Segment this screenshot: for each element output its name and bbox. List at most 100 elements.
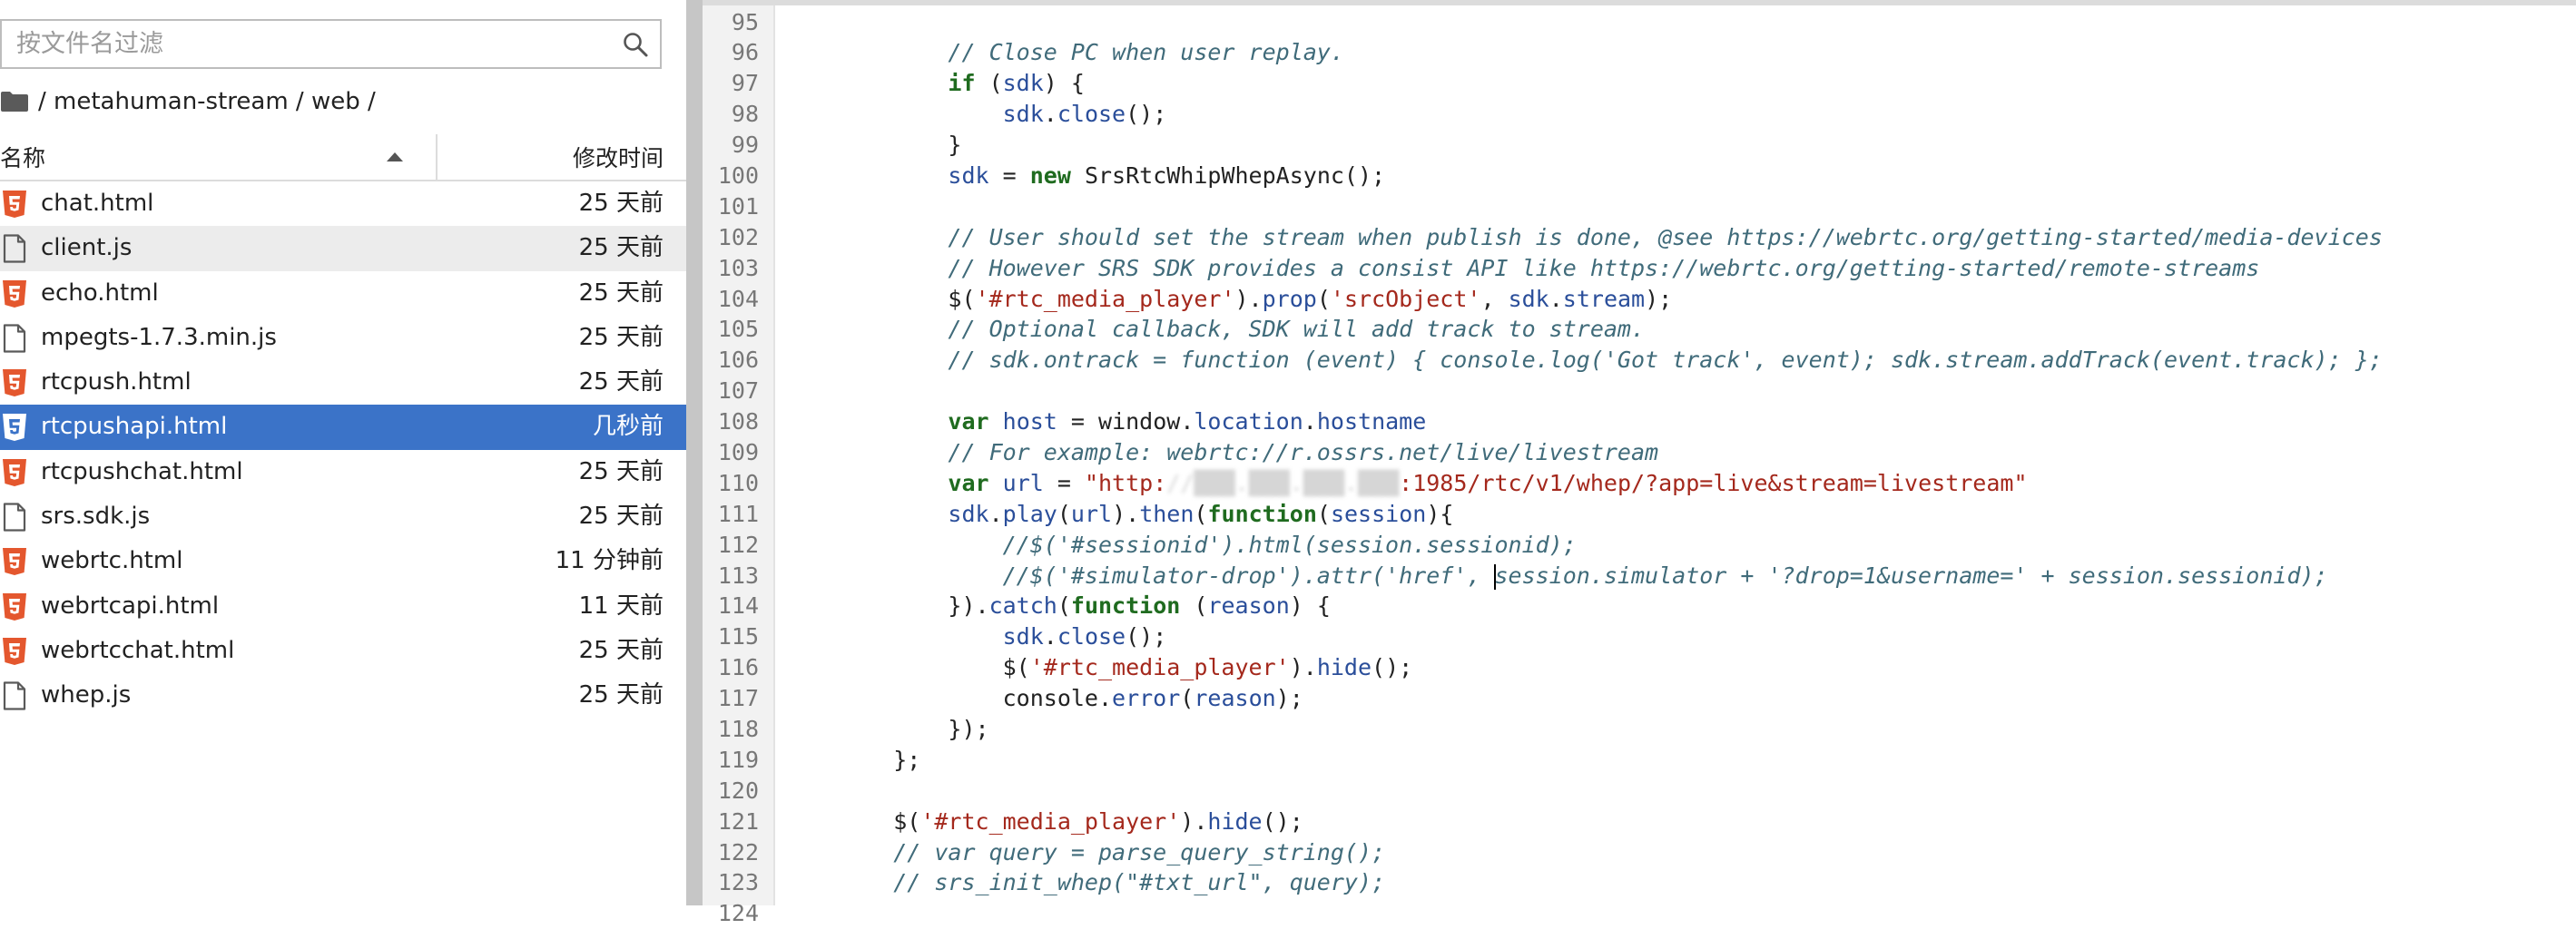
- sort-ascending-icon: [387, 152, 403, 161]
- file-name: webrtcapi.html: [41, 584, 219, 629]
- code-token: ,: [1480, 286, 1508, 312]
- line-number: 112: [703, 530, 759, 561]
- code-token: // User should set the stream when publi…: [839, 224, 2383, 250]
- code-line[interactable]: 120: [703, 776, 2576, 807]
- code-line[interactable]: 111 sdk.play(url).then(function(session)…: [703, 499, 2576, 530]
- code-token: [989, 470, 1003, 496]
- file-modified-time: 11 分钟前: [556, 539, 664, 583]
- code-line[interactable]: 112 //$('#sessionid').html(session.sessi…: [703, 530, 2576, 561]
- column-header-name[interactable]: 名称: [0, 134, 438, 180]
- code-line[interactable]: 106 // sdk.ontrack = function (event) { …: [703, 345, 2576, 376]
- code-token: // sdk.ontrack = function (event) { cons…: [839, 347, 2383, 373]
- code-line[interactable]: 99 }: [703, 130, 2576, 161]
- search-icon[interactable]: [620, 29, 651, 60]
- code-line[interactable]: 103 // However SRS SDK provides a consis…: [703, 253, 2576, 284]
- line-code: //$('#sessionid').html(session.sessionid…: [839, 530, 1577, 561]
- line-code: }: [839, 130, 961, 161]
- code-token: reason: [1194, 685, 1275, 711]
- code-line[interactable]: 115 sdk.close();: [703, 621, 2576, 652]
- generic-file-icon: [2, 234, 27, 263]
- html5-file-icon: [2, 458, 27, 487]
- line-code: $('#rtc_media_player').hide();: [839, 652, 1412, 683]
- line-code: };: [839, 745, 920, 776]
- code-line[interactable]: 124: [703, 898, 2576, 929]
- line-number: 115: [703, 621, 759, 652]
- code-line[interactable]: 119 };: [703, 745, 2576, 776]
- code-token: sdk: [839, 623, 1044, 650]
- code-token: prop: [1263, 286, 1317, 312]
- code-line[interactable]: 121 $('#rtc_media_player').hide();: [703, 807, 2576, 837]
- code-token: ();: [1372, 654, 1412, 680]
- file-name: srs.sdk.js: [41, 494, 150, 539]
- code-line[interactable]: 109 // For example: webrtc://r.ossrs.net…: [703, 437, 2576, 468]
- code-line[interactable]: 97 if (sdk) {: [703, 68, 2576, 99]
- line-number: 114: [703, 591, 759, 621]
- code-token: // Optional callback, SDK will add track…: [839, 316, 1645, 342]
- code-line[interactable]: 107: [703, 376, 2576, 406]
- code-token: (: [976, 70, 1003, 96]
- line-number: 106: [703, 345, 759, 376]
- code-line[interactable]: 114 }).catch(function (reason) {: [703, 591, 2576, 621]
- generic-file-icon: [2, 503, 27, 532]
- code-line[interactable]: 118 });: [703, 714, 2576, 745]
- code-token: =: [1044, 470, 1085, 496]
- code-line[interactable]: 108 var host = window.location.hostname: [703, 406, 2576, 437]
- line-number: 116: [703, 652, 759, 683]
- panel-splitter[interactable]: [686, 0, 703, 905]
- line-number: 118: [703, 714, 759, 745]
- file-name: webrtcchat.html: [41, 629, 234, 673]
- column-header-modified[interactable]: 修改时间: [573, 134, 664, 180]
- code-line[interactable]: 95: [703, 7, 2576, 38]
- code-token: ){: [1426, 501, 1453, 527]
- filename-filter-input[interactable]: [16, 21, 597, 67]
- code-token: (: [1317, 501, 1331, 527]
- code-token: (: [1317, 286, 1331, 312]
- code-token: url: [1071, 501, 1112, 527]
- file-modified-time: 25 天前: [579, 450, 664, 494]
- code-line[interactable]: 116 $('#rtc_media_player').hide();: [703, 652, 2576, 683]
- code-line[interactable]: 98 sdk.close();: [703, 99, 2576, 130]
- code-line[interactable]: 102 // User should set the stream when p…: [703, 222, 2576, 253]
- line-code: // var query = parse_query_string();: [839, 837, 1385, 868]
- code-line[interactable]: 122 // var query = parse_query_string();: [703, 837, 2576, 868]
- code-token: var: [839, 408, 989, 435]
- code-token: sdk: [839, 101, 1044, 127]
- code-token: :1985/rtc/v1/whep/?app=live&stream=lives…: [1399, 470, 2027, 496]
- code-line[interactable]: 104 $('#rtc_media_player').prop('srcObje…: [703, 284, 2576, 315]
- code-token: //$('#sessionid').html(session.sessionid…: [839, 532, 1577, 558]
- html5-file-icon: [2, 413, 27, 442]
- filter-box[interactable]: [0, 19, 662, 69]
- line-code: sdk.play(url).then(function(session){: [839, 499, 1453, 530]
- code-line[interactable]: 110 var url = "http://███.███.███.███:19…: [703, 468, 2576, 499]
- file-name: rtcpushchat.html: [41, 450, 243, 494]
- code-line[interactable]: 96 // Close PC when user replay.: [703, 37, 2576, 68]
- file-browser-panel: / metahuman-stream / web / 名称 修改时间 chat.…: [0, 0, 686, 905]
- file-row[interactable]: rtcpushchat.html 25 天前: [0, 450, 686, 494]
- code-line[interactable]: 101: [703, 191, 2576, 222]
- code-line[interactable]: 113 //$('#simulator-drop').attr('href', …: [703, 561, 2576, 592]
- code-line[interactable]: 100 sdk = new SrsRtcWhipWhepAsync();: [703, 161, 2576, 191]
- column-header-name-label: 名称: [0, 141, 45, 173]
- file-list-header: 名称 修改时间: [0, 134, 686, 181]
- line-number: 98: [703, 99, 759, 130]
- code-line[interactable]: 117 console.error(reason);: [703, 683, 2576, 714]
- breadcrumb-path[interactable]: / metahuman-stream / web /: [38, 88, 376, 115]
- code-line[interactable]: 123 // srs_init_whep("#txt_url", query);: [703, 867, 2576, 898]
- code-line[interactable]: 105 // Optional callback, SDK will add t…: [703, 314, 2576, 345]
- html5-file-icon: [2, 592, 27, 621]
- code-token: '#rtc_media_player': [976, 286, 1235, 312]
- code-token: });: [839, 716, 989, 742]
